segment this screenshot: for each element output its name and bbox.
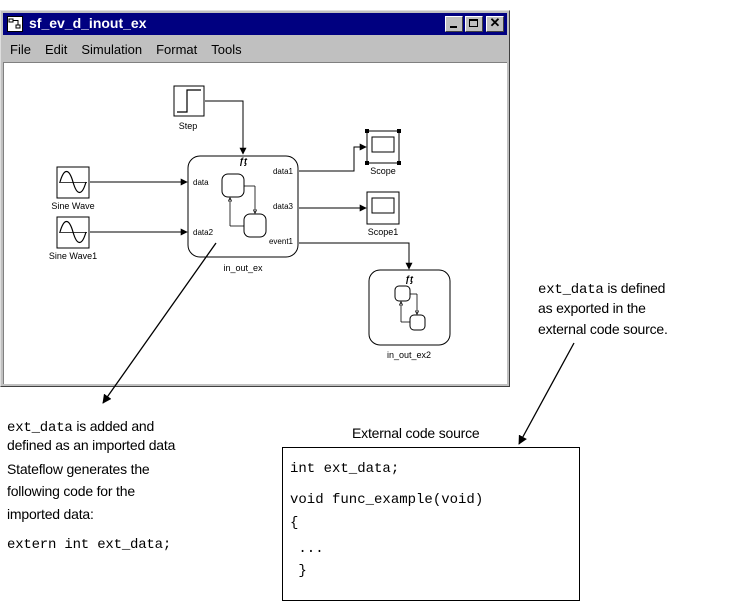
code-line-2: void func_example(void) <box>290 492 484 508</box>
imported-callout-arrow <box>102 242 217 404</box>
minimize-button[interactable] <box>445 16 463 32</box>
scope-label: Scope <box>370 166 396 176</box>
menu-simulation[interactable]: Simulation <box>81 41 143 57</box>
step-label: Step <box>179 121 198 131</box>
code-line-3: { <box>290 515 299 531</box>
step-block[interactable] <box>173 85 205 117</box>
close-button[interactable]: ✕ <box>486 15 504 32</box>
code-line-4: ... <box>290 541 324 557</box>
menu-bar: File Edit Simulation Format Tools <box>3 37 507 61</box>
menu-file[interactable]: File <box>10 41 31 57</box>
chart2-trigger-icon: ƒƫ <box>405 274 414 284</box>
menu-tools[interactable]: Tools <box>211 41 242 57</box>
chart-output-data3: data3 <box>273 202 294 211</box>
window-title: sf_ev_d_inout_ex <box>29 15 147 31</box>
chart-output-data1: data1 <box>273 167 294 176</box>
imported-note-line5: imported data: <box>7 506 94 522</box>
imported-note-line3: Stateflow generates the <box>7 461 150 477</box>
chart-input-data: data <box>193 178 209 187</box>
imported-code-term: ext_data <box>7 420 73 436</box>
maximize-icon <box>469 19 478 27</box>
step-to-chart-line <box>205 100 247 155</box>
imported-note-line1: ext_data is added and <box>7 418 155 436</box>
chart-output-event1: event1 <box>269 237 294 246</box>
scope1-block[interactable] <box>366 191 400 225</box>
minimize-icon <box>450 26 457 28</box>
chart-trigger-icon: ƒƫ <box>239 156 248 166</box>
menu-format[interactable]: Format <box>156 41 198 57</box>
title-bar[interactable]: sf_ev_d_inout_ex ✕ <box>3 13 507 35</box>
code-line-1: int ext_data; <box>290 461 400 477</box>
imported-note-line2: defined as an imported data <box>7 437 176 453</box>
data1-to-scope-line <box>299 143 367 172</box>
maximize-button[interactable] <box>465 16 483 32</box>
imported-note-line4: following code for the <box>7 483 135 499</box>
external-code-box: int ext_data; void func_example(void) { … <box>282 447 580 601</box>
chart2-block[interactable] <box>368 269 451 346</box>
sine-wave-label: Sine Wave <box>51 201 94 211</box>
signal-lines <box>90 100 413 270</box>
chart-input-data2: data2 <box>193 228 214 237</box>
chart-block[interactable] <box>187 155 299 258</box>
extern-declaration: extern int ext_data; <box>7 537 172 553</box>
model-icon <box>7 16 23 32</box>
code-line-5: } <box>290 563 307 579</box>
exported-callout-arrow <box>518 342 575 445</box>
chart2-label: in_out_ex2 <box>387 350 431 360</box>
event1-to-chart2-line <box>299 242 413 270</box>
exported-note-line2: as exported in the <box>538 300 646 316</box>
exported-note-line3: external code source. <box>538 321 668 337</box>
exported-note-line1: ext_data is defined <box>538 280 666 298</box>
chart-label: in_out_ex <box>223 263 263 273</box>
scope1-label: Scope1 <box>368 227 399 237</box>
menu-edit[interactable]: Edit <box>44 41 68 57</box>
close-icon: ✕ <box>489 15 501 30</box>
exported-code-term: ext_data <box>538 282 604 298</box>
sine-wave-block[interactable] <box>56 166 90 199</box>
sine-wave1-label: Sine Wave1 <box>49 251 97 261</box>
external-source-title: External code source <box>352 425 480 441</box>
scope-block[interactable] <box>365 129 401 165</box>
sine-wave1-block[interactable] <box>56 216 90 249</box>
